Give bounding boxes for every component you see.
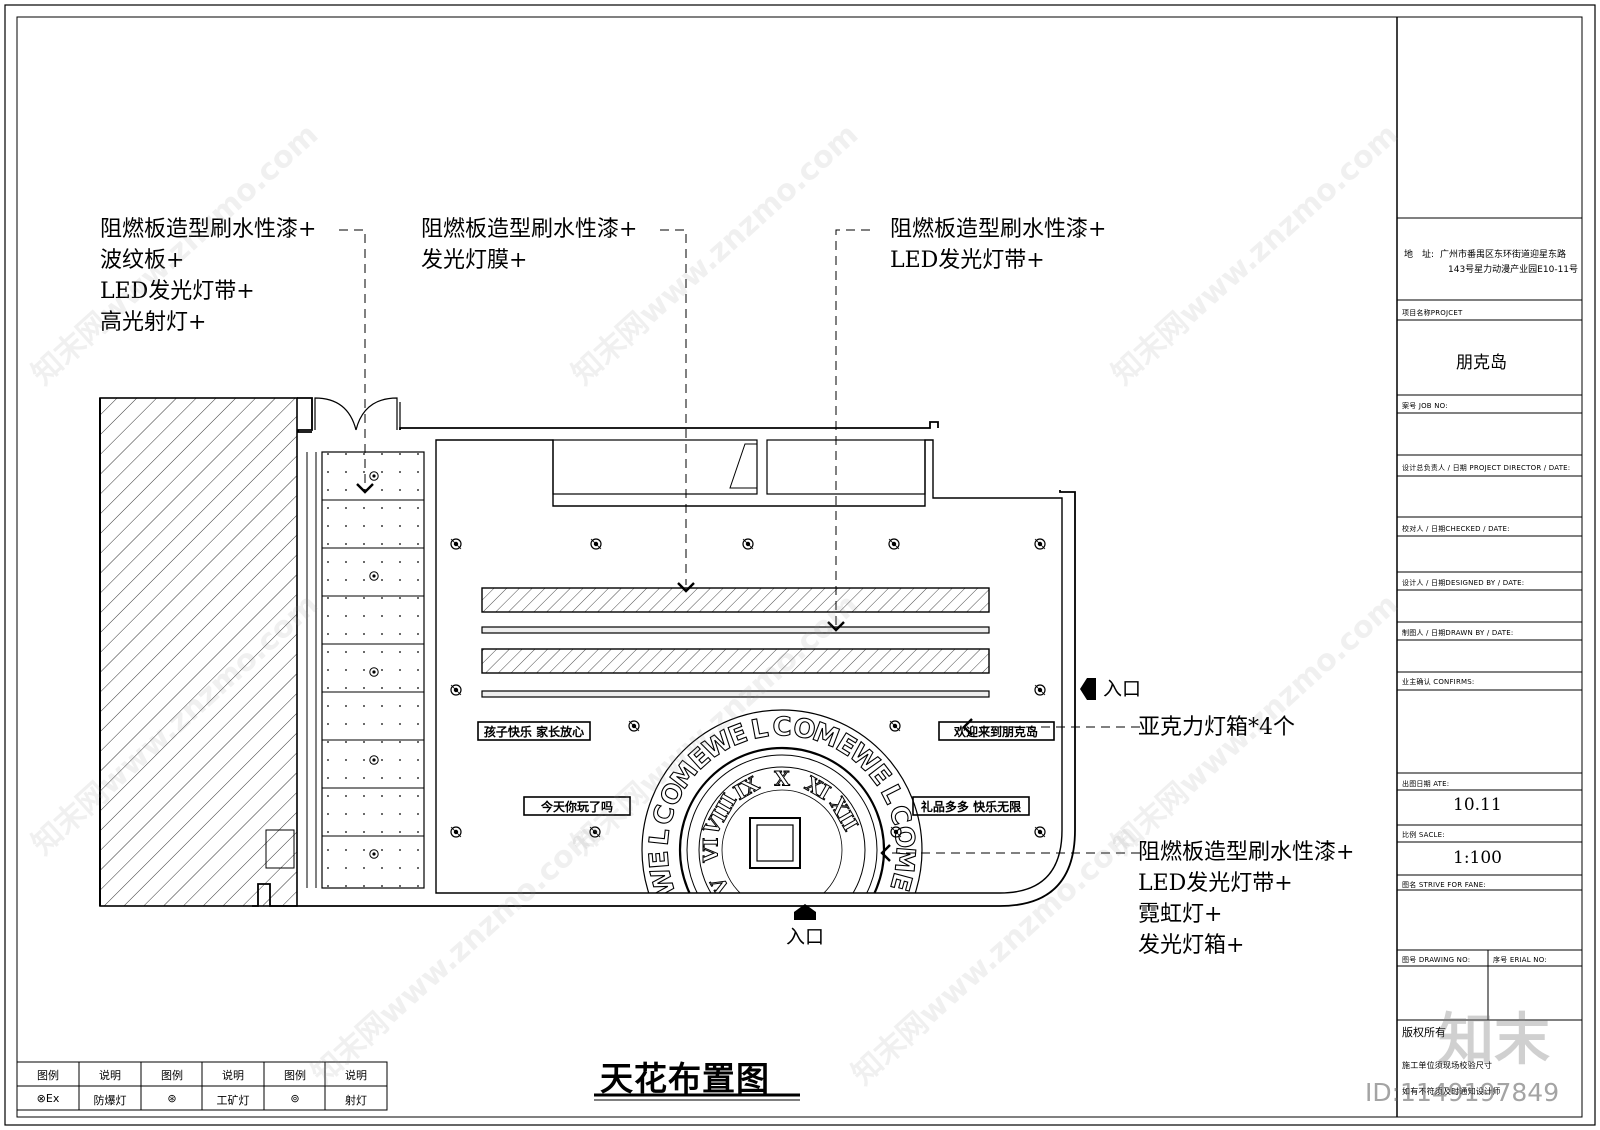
entrance-label-bottom: 入口	[786, 926, 825, 948]
annotation-line: 阻燃板造型刷水性漆+	[100, 217, 317, 242]
address-line-1: 广州市番禺区东环街道迎星东路	[1440, 250, 1567, 260]
annotation-left: 阻燃板造型刷水性漆+ 波纹板+ LED发光灯带+ 高光射灯+	[100, 214, 316, 338]
light-box-2: 欢迎来到朋克岛	[938, 721, 1055, 741]
clock-numeral: X	[774, 767, 790, 791]
sheet-border	[4, 4, 1596, 1126]
door	[311, 397, 401, 431]
annotation-line: 高光射灯+	[100, 310, 207, 335]
light-box-1: 孩子快乐 家长放心	[477, 721, 591, 741]
entrance-arrow-side	[1080, 678, 1096, 700]
top-recess-right	[766, 439, 926, 495]
explosion-proof-light-icon: ⊗Ex	[36, 1092, 60, 1105]
annotation-lower-right: 阻燃板造型刷水性漆+ LED发光灯带+ 霓虹灯+ 发光灯箱+	[1138, 837, 1354, 961]
serial-no-label: 序号 ERIAL NO:	[1493, 956, 1547, 964]
led-strip-1	[481, 626, 990, 634]
watermark-logo: 知末	[1438, 1008, 1550, 1073]
annotation-right: 阻燃板造型刷水性漆+ LED发光灯带+	[890, 214, 1106, 276]
top-recess-left	[552, 439, 758, 495]
clock-numeral: XI	[801, 771, 835, 804]
clock-numeral: V	[706, 873, 735, 900]
annotation-line: LED发光灯带+	[1138, 871, 1293, 896]
address-label: 地 址:	[1404, 250, 1435, 260]
drawn-label: 制图人 / 日期DRAWN BY / DATE:	[1402, 629, 1514, 637]
confirms-label: 业主确认 CONFIRMS:	[1402, 678, 1475, 686]
legend-header: 图例	[37, 1069, 59, 1082]
light-box-3: 今天你玩了吗	[523, 796, 631, 816]
project-label: 项目名称PROJCET	[1402, 309, 1463, 317]
light-box-4: 礼品多多 快乐无限	[912, 796, 1030, 816]
legend-header: 说明	[99, 1069, 121, 1082]
center-square	[749, 817, 801, 869]
note-line-2: 如有不符须及时通知设计师	[1402, 1087, 1501, 1096]
ring-letter: E	[644, 850, 675, 870]
light-film-strip-1	[481, 587, 990, 613]
ring-letter: C	[772, 713, 791, 743]
annotation-center: 阻燃板造型刷水性漆+ 发光灯膜+	[421, 214, 637, 276]
inner-border	[16, 16, 1583, 1118]
legend-desc: 工矿灯	[216, 1094, 250, 1107]
legend-header: 图例	[161, 1069, 183, 1082]
project-name: 朋克岛	[1456, 353, 1507, 373]
annotation-line: 阻燃板造型刷水性漆+	[421, 217, 638, 242]
scale-value: 1:100	[1453, 848, 1502, 868]
light-box-text: 礼品多多 快乐无限	[921, 799, 1021, 814]
annotation-line: LED发光灯带+	[890, 248, 1045, 273]
annotation-line: 波纹板+	[100, 248, 185, 273]
clock-numeral: VIII	[698, 789, 741, 840]
leader-lines	[339, 229, 1140, 854]
annotation-line: 阻燃板造型刷水性漆+	[890, 217, 1107, 242]
annotation-line: 发光灯箱+	[1138, 933, 1245, 958]
hatched-wall	[99, 397, 298, 907]
clock-numeral: XII	[825, 793, 863, 835]
annotation-line: 霓虹灯+	[1138, 902, 1223, 927]
legend-desc: 射灯	[345, 1094, 367, 1107]
date-label: 出图日期 ATE:	[1402, 780, 1450, 788]
led-strip-2	[481, 690, 990, 698]
note-line-1: 施工单位须现场校验尺寸	[1402, 1061, 1493, 1070]
drawing-title: 天花布置图	[600, 1059, 770, 1098]
drawing-name-label: 图名 STRIVE FOR FANE:	[1402, 881, 1486, 889]
industrial-light-icon: ⊛	[167, 1092, 177, 1105]
drawing-no-label: 图号 DRAWING NO:	[1402, 956, 1471, 964]
light-box-text: 欢迎来到朋克岛	[953, 724, 1038, 739]
job-no-label: 案号 JOB NO:	[1402, 402, 1448, 410]
scale-label: 比例 SACLE:	[1402, 831, 1445, 839]
ring-letter: L	[644, 827, 676, 847]
light-film-strip-2	[481, 648, 990, 674]
address-line-2: 143号星力动漫产业园E10-11号	[1448, 265, 1579, 275]
light-box-text: 孩子快乐 家长放心	[484, 724, 584, 739]
checked-label: 校对人 / 日期CHECKED / DATE:	[1402, 525, 1510, 533]
ring-letter: L	[749, 713, 771, 746]
annotation-line: 阻燃板造型刷水性漆+	[1138, 840, 1355, 865]
ring-letter: M	[888, 846, 920, 874]
leader-arrows	[356, 483, 973, 862]
title-block-lines	[1397, 217, 1582, 1021]
annotation-line: 发光灯膜+	[421, 248, 528, 273]
legend-header: 说明	[222, 1069, 244, 1082]
legend-desc: 防爆灯	[93, 1094, 127, 1107]
annotation-acrylic: 亚克力灯箱*4个	[1138, 715, 1295, 740]
entrance-label-side: 入口	[1103, 678, 1142, 700]
annotation-line: LED发光灯带+	[100, 279, 255, 304]
director-label: 设计总负责人 / 日期 PROJECT DIRECTOR / DATE:	[1402, 464, 1571, 472]
spotlight-icon: ⊚	[290, 1092, 300, 1105]
legend-grid	[16, 1061, 388, 1111]
legend-header: 说明	[345, 1069, 367, 1082]
ring-letter: O	[888, 825, 920, 850]
watermark-id: ID:1149197849	[1365, 1078, 1560, 1107]
clock-numeral: VI	[699, 838, 723, 864]
legend-header: 图例	[284, 1069, 306, 1082]
designed-label: 设计人 / 日期DESIGNED BY / DATE:	[1402, 579, 1525, 587]
corridor-strip	[321, 451, 425, 889]
copyright-label: 版权所有	[1402, 1026, 1446, 1039]
entrance-arrow-bottom	[794, 904, 816, 920]
light-box-text: 今天你玩了吗	[540, 799, 613, 814]
date-value: 10.11	[1453, 795, 1502, 815]
